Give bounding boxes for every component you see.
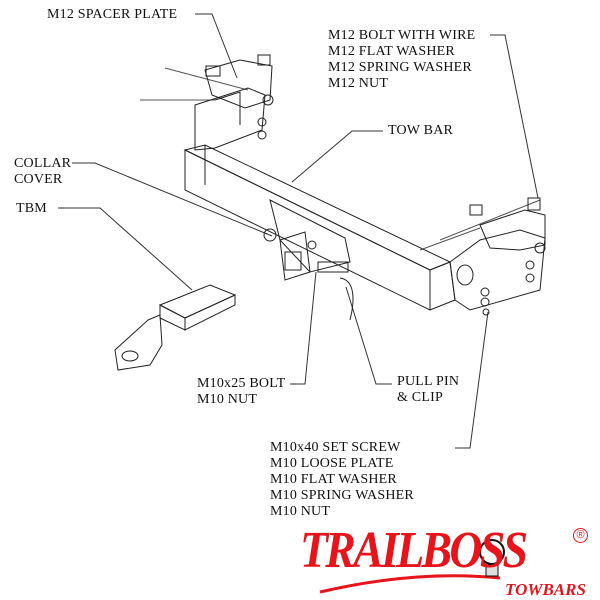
label-collar-cover: COLLAR COVER xyxy=(14,156,71,188)
clip-line: & CLIP xyxy=(397,390,443,405)
right-bracket xyxy=(449,197,546,316)
logo-sub-text: TOWBARS xyxy=(505,580,586,599)
collar-line: COLLAR xyxy=(14,156,72,171)
label-pull-pin: PULL PIN & CLIP xyxy=(397,374,459,406)
logo-brand-text: TRAILBOSS xyxy=(300,522,528,579)
m10-nut-line: M10 NUT xyxy=(197,392,258,407)
label-m10-bolt: M10x25 BOLT M10 NUT xyxy=(197,376,285,408)
left-bracket xyxy=(194,54,274,151)
leader-lines xyxy=(58,13,539,449)
tow-ball-icon xyxy=(479,539,505,565)
tbm-ball-mount xyxy=(114,284,237,371)
wires xyxy=(140,67,541,251)
label-set-screw-group: M10x40 SET SCREW M10 LOOSE PLATE M10 FLA… xyxy=(270,440,414,518)
cover-line: COVER xyxy=(14,172,63,187)
label-tbm: TBM xyxy=(16,201,47,216)
pull-pin-line: PULL PIN xyxy=(397,374,460,389)
bolt-group-line: M12 BOLT WITH WIRE xyxy=(328,28,476,43)
bolt-group-line: M12 FLAT WASHER xyxy=(328,44,455,59)
set-screw-line: M10x40 SET SCREW xyxy=(270,440,401,455)
m10-bolt-line: M10x25 BOLT xyxy=(197,376,286,391)
label-bolt-group: M12 BOLT WITH WIRE M12 FLAT WASHER M12 S… xyxy=(328,28,475,92)
label-tow-bar: TOW BAR xyxy=(388,123,454,138)
receiver-hitch xyxy=(263,199,354,321)
bolt-group-line: M12 SPRING WASHER xyxy=(328,60,472,75)
set-screw-line: M10 FLAT WASHER xyxy=(270,472,397,487)
set-screw-line: M10 SPRING WASHER xyxy=(270,488,414,503)
registered-mark: ® xyxy=(573,528,588,543)
bolt-group-line: M12 NUT xyxy=(328,76,389,91)
label-spacer-plate: M12 SPACER PLATE xyxy=(47,7,178,22)
set-screw-line: M10 NUT xyxy=(270,504,331,518)
set-screw-line: M10 LOOSE PLATE xyxy=(270,456,394,471)
